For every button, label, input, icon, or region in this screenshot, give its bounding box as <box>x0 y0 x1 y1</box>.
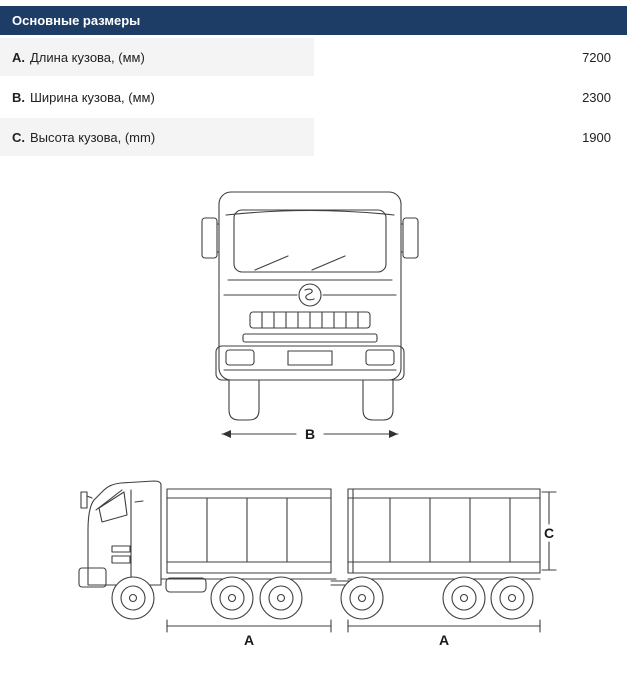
wheel-hub <box>507 593 517 603</box>
side-window <box>98 491 128 523</box>
row-label-text: Ширина кузова, (мм) <box>30 89 155 105</box>
right-mirror-arms <box>400 223 404 253</box>
row-value: 7200 <box>313 38 627 76</box>
dimension-label-b: B <box>305 426 315 442</box>
row-label: A. Длина кузова, (мм) <box>0 38 314 76</box>
row-label-text: Высота кузова, (mm) <box>30 129 156 145</box>
row-letter: B. <box>12 89 25 105</box>
wheel-hub <box>357 593 367 603</box>
side-mirror-arm <box>86 495 93 499</box>
side-front-bumper <box>78 567 107 588</box>
dimension-b: B <box>221 426 399 442</box>
license-plate <box>287 350 333 366</box>
wheel-rim <box>219 585 245 611</box>
door-handle <box>134 500 144 503</box>
left-mirror <box>201 217 218 259</box>
table-row-length: A. Длина кузова, (мм) 7200 <box>0 38 627 78</box>
row-value: 2300 <box>313 78 627 116</box>
dimension-b-arrow-right-icon <box>389 430 398 438</box>
front-windshield <box>233 209 387 273</box>
left-mirror-arms <box>216 223 220 253</box>
cab-step-lower <box>111 555 131 564</box>
side-mirror <box>80 491 88 509</box>
wheel-hub <box>128 593 138 603</box>
truck-body-ribs <box>166 497 332 563</box>
dimension-c: C <box>541 491 557 571</box>
wheel-rim <box>499 585 525 611</box>
right-mirror <box>402 217 419 259</box>
dimensions-diagram: B <box>0 158 627 658</box>
brand-logo-icon <box>298 283 322 307</box>
dimension-a-trailer-line <box>347 619 541 633</box>
wheel-rim <box>120 585 146 611</box>
dimension-label-c: C <box>544 525 554 541</box>
front-roof-line <box>225 209 395 216</box>
trailer-dump-body <box>347 488 541 574</box>
row-label-text: Длина кузова, (мм) <box>30 49 145 65</box>
spec-page: Основные размеры A. Длина кузова, (мм) 7… <box>0 6 627 658</box>
truck-front-view <box>201 191 419 421</box>
dimension-a-trailer: A <box>347 619 541 648</box>
dimension-a-truck: A <box>166 619 332 648</box>
truck-side-view <box>78 480 541 620</box>
wheel-hub <box>459 593 469 603</box>
truck-dump-body <box>166 488 332 574</box>
fuel-tank <box>165 577 207 593</box>
row-label: B. Ширина кузова, (мм) <box>0 78 314 116</box>
dimensions-table: A. Длина кузова, (мм) 7200 B. Ширина куз… <box>0 38 627 158</box>
dimension-label-a-trailer: A <box>439 632 449 648</box>
front-cab-outline <box>218 191 402 381</box>
row-label: C. Высота кузова, (mm) <box>0 118 314 156</box>
wheel-rim <box>451 585 477 611</box>
dimension-c-line <box>541 491 557 571</box>
brand-logo-glyph <box>304 288 315 301</box>
dimension-a-truck-line <box>166 619 332 633</box>
right-headlight <box>365 349 395 366</box>
section-title: Основные размеры <box>12 13 141 28</box>
row-value: 1900 <box>313 118 627 156</box>
side-cab-outline <box>87 480 162 586</box>
left-headlight <box>225 349 255 366</box>
wheel-hub <box>276 593 286 603</box>
dimension-b-arrow-left-icon <box>222 430 231 438</box>
front-grille-slats <box>261 311 359 329</box>
wheels <box>111 576 534 620</box>
front-right-wheel <box>362 379 394 421</box>
front-lower-grille <box>242 333 378 343</box>
truck-dimensions-drawing: B <box>78 191 557 648</box>
row-letter: C. <box>12 129 25 145</box>
dimension-label-a-truck: A <box>244 632 254 648</box>
table-row-width: B. Ширина кузова, (мм) 2300 <box>0 78 627 118</box>
cab-step-upper <box>111 545 131 553</box>
row-letter: A. <box>12 49 25 65</box>
wheel-rim <box>268 585 294 611</box>
front-left-wheel <box>228 379 260 421</box>
table-row-height: C. Высота кузова, (mm) 1900 <box>0 118 627 158</box>
front-wipers <box>254 255 346 271</box>
wheel-hub <box>227 593 237 603</box>
front-bumper <box>215 345 405 381</box>
wheel-rim <box>349 585 375 611</box>
trailer-body-ribs <box>347 497 541 563</box>
section-header: Основные размеры <box>0 6 627 35</box>
